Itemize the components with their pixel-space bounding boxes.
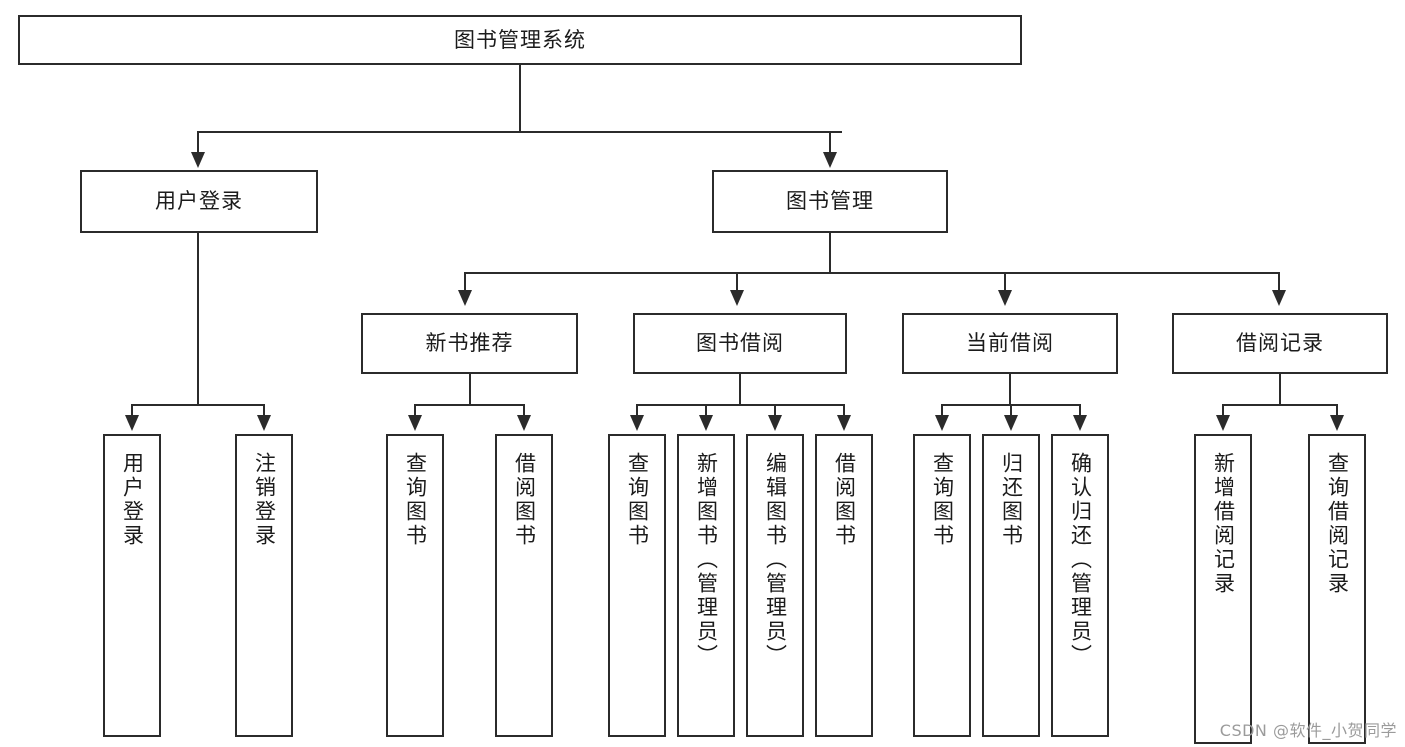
node-root-system[interactable]: 图书管理系统: [18, 15, 1022, 65]
node-label: 注销登录: [252, 452, 277, 548]
connector-book-manage-bar: [464, 272, 1280, 274]
node-label: 归还图书: [999, 452, 1024, 548]
node-book-manage[interactable]: 图书管理: [712, 170, 948, 233]
arrowhead-to-borrow-record: [1272, 290, 1286, 306]
node-label: 新书推荐: [425, 331, 514, 356]
connector-current-borrow-drop-1: [941, 404, 943, 419]
node-leaf-current-query[interactable]: 查询图书: [913, 434, 971, 737]
node-leaf-user-logout[interactable]: 注销登录: [235, 434, 293, 737]
arrowhead-to-leaf-current-confirm: [1073, 415, 1087, 431]
connector-root-right-drop: [829, 131, 831, 156]
node-leaf-record-query[interactable]: 查询借阅记录: [1308, 434, 1366, 744]
node-leaf-current-confirm[interactable]: 确认归还（管理员）: [1051, 434, 1109, 737]
arrowhead-to-leaf-rec-query: [408, 415, 422, 431]
connector-borrow-record-drop-1: [1222, 404, 1224, 419]
arrowhead-to-leaf-rec-borrow: [517, 415, 531, 431]
node-label: 借阅记录: [1236, 331, 1324, 356]
arrowhead-to-leaf-current-query: [935, 415, 949, 431]
node-label: 编辑图书（管理员）: [763, 452, 788, 668]
connector-book-manage-stem: [829, 233, 831, 273]
node-label: 查询图书: [930, 452, 955, 548]
node-current-borrow[interactable]: 当前借阅: [902, 313, 1118, 374]
node-leaf-borrow-lend[interactable]: 借阅图书: [815, 434, 873, 737]
connector-root-stem: [519, 65, 521, 132]
connector-user-login-stem: [197, 233, 199, 405]
connector-current-borrow-drop-3: [1079, 404, 1081, 419]
node-label: 当前借阅: [966, 331, 1054, 356]
node-user-login[interactable]: 用户登录: [80, 170, 318, 233]
arrowhead-to-leaf-record-add: [1216, 415, 1230, 431]
arrowhead-to-leaf-borrow-edit: [768, 415, 782, 431]
node-leaf-borrow-edit[interactable]: 编辑图书（管理员）: [746, 434, 804, 737]
arrowhead-to-leaf-borrow-add: [699, 415, 713, 431]
connector-new-book-rec-stem: [469, 374, 471, 405]
connector-new-book-rec-bar: [414, 404, 524, 406]
node-label: 借阅图书: [832, 452, 857, 548]
node-label: 新增图书（管理员）: [694, 452, 719, 668]
connector-book-borrow-bar: [636, 404, 843, 406]
connector-new-book-rec-drop-2: [523, 404, 525, 419]
node-leaf-borrow-add[interactable]: 新增图书（管理员）: [677, 434, 735, 737]
arrowhead-to-leaf-record-query: [1330, 415, 1344, 431]
connector-book-manage-drop-3: [1004, 272, 1006, 294]
connector-book-manage-drop-2: [736, 272, 738, 294]
node-leaf-borrow-query[interactable]: 查询图书: [608, 434, 666, 737]
arrowhead-to-current-borrow: [998, 290, 1012, 306]
node-borrow-record[interactable]: 借阅记录: [1172, 313, 1388, 374]
connector-user-login-drop-2: [263, 404, 265, 419]
node-leaf-record-add[interactable]: 新增借阅记录: [1194, 434, 1252, 744]
connector-book-borrow-drop-2: [705, 404, 707, 419]
connector-book-borrow-drop-4: [843, 404, 845, 419]
node-leaf-rec-borrow[interactable]: 借阅图书: [495, 434, 553, 737]
node-leaf-user-login[interactable]: 用户登录: [103, 434, 161, 737]
connector-current-borrow-stem: [1009, 374, 1011, 405]
arrowhead-to-book-borrow: [730, 290, 744, 306]
node-leaf-current-return[interactable]: 归还图书: [982, 434, 1040, 737]
arrowhead-to-leaf-borrow-lend: [837, 415, 851, 431]
arrowhead-to-user-login: [191, 152, 205, 168]
node-label: 新增借阅记录: [1211, 452, 1236, 596]
connector-user-login-drop-1: [131, 404, 133, 419]
node-label: 查询图书: [625, 452, 650, 548]
node-label: 借阅图书: [512, 452, 537, 548]
node-label: 查询借阅记录: [1325, 452, 1350, 596]
arrowhead-to-leaf-current-return: [1004, 415, 1018, 431]
connector-book-borrow-drop-1: [636, 404, 638, 419]
node-label: 图书管理系统: [454, 27, 586, 52]
connector-borrow-record-stem: [1279, 374, 1281, 405]
node-label: 查询图书: [403, 452, 428, 548]
node-leaf-rec-query[interactable]: 查询图书: [386, 434, 444, 737]
connector-current-borrow-drop-2: [1010, 404, 1012, 419]
node-label: 图书借阅: [696, 331, 784, 356]
node-new-book-rec[interactable]: 新书推荐: [361, 313, 578, 374]
connector-root-bar: [197, 131, 842, 133]
connector-user-login-bar: [131, 404, 264, 406]
node-label: 用户登录: [120, 452, 145, 548]
arrowhead-to-leaf-borrow-query: [630, 415, 644, 431]
connector-book-borrow-drop-3: [774, 404, 776, 419]
node-label: 用户登录: [155, 189, 243, 214]
arrowhead-to-leaf-user-logout: [257, 415, 271, 431]
connector-root-left-drop: [197, 131, 199, 156]
connector-borrow-record-drop-2: [1336, 404, 1338, 419]
arrowhead-to-leaf-user-login: [125, 415, 139, 431]
node-book-borrow[interactable]: 图书借阅: [633, 313, 847, 374]
arrowhead-to-new-book-rec: [458, 290, 472, 306]
connector-new-book-rec-drop-1: [414, 404, 416, 419]
connector-book-borrow-stem: [739, 374, 741, 405]
node-label: 确认归还（管理员）: [1068, 452, 1093, 668]
connector-book-manage-drop-1: [464, 272, 466, 294]
connector-borrow-record-bar: [1222, 404, 1337, 406]
connector-book-manage-drop-4: [1278, 272, 1280, 294]
node-label: 图书管理: [786, 189, 874, 214]
arrowhead-to-book-manage: [823, 152, 837, 168]
